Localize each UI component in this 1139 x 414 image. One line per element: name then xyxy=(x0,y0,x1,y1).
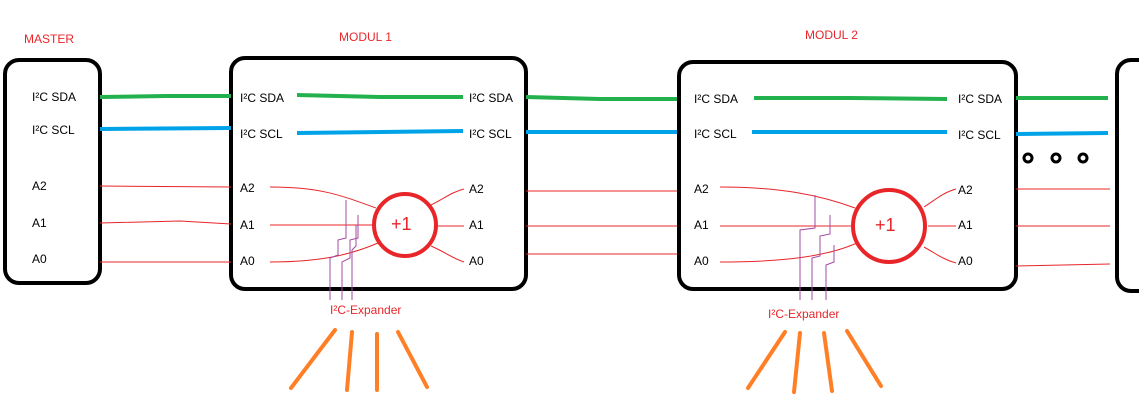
m2-a0-out xyxy=(923,246,957,264)
master-pin-a1: A1 xyxy=(32,216,47,230)
module-1-box xyxy=(229,56,528,291)
m2-out-pin-a0: A0 xyxy=(958,254,973,268)
module-2-title: MODUL 2 xyxy=(805,28,858,42)
m2-a2-in xyxy=(719,186,856,209)
m2-a0-in xyxy=(719,242,858,263)
sda-bus xyxy=(99,93,1108,101)
next-module-box-partial xyxy=(1115,58,1139,293)
m1-a0-in xyxy=(269,242,379,263)
m2-in-pin-a2: A2 xyxy=(694,182,709,196)
sda-wire-master-m1 xyxy=(99,94,231,99)
m1-out-pin-sda: I²C SDA xyxy=(469,91,514,105)
master-box xyxy=(3,58,102,285)
m2-in-pin-scl: I²C SCL xyxy=(694,127,737,141)
module-1-increment-label: +1 xyxy=(391,214,412,234)
address-lines xyxy=(99,185,1111,267)
m1-in-pin-sda: I²C SDA xyxy=(240,91,285,105)
scl-bus xyxy=(99,126,1109,136)
m1-out-pin-scl: I²C SCL xyxy=(469,127,512,141)
module-2-expander-outputs xyxy=(746,329,883,394)
module-1-expander-outputs xyxy=(289,328,429,392)
module-2-expander-label: I²C-Expander xyxy=(768,307,840,321)
sda-wire-m1-m2 xyxy=(525,95,677,101)
addr-a2-master-m1 xyxy=(99,185,232,188)
module-1-expander-wires xyxy=(329,200,359,300)
addr-a0-m2-next xyxy=(1015,263,1111,267)
m2-out-pin-a2: A2 xyxy=(958,183,973,197)
module-2-expander-wires xyxy=(799,195,835,300)
sda-wire-m2-internal xyxy=(754,96,948,101)
m1-out-pin-a2: A2 xyxy=(469,182,484,196)
master-pin-a0: A0 xyxy=(32,252,47,266)
m2-in-pin-sda: I²C SDA xyxy=(694,92,739,106)
continuation-dots xyxy=(1022,152,1089,164)
module-2-increment-label: +1 xyxy=(875,215,896,235)
scl-wire-m2-next xyxy=(1015,131,1109,136)
scl-wire-m1-internal xyxy=(296,129,464,135)
m1-a2-in xyxy=(269,186,377,209)
m1-out-pin-a0: A0 xyxy=(469,254,484,268)
m1-in-pin-a0: A0 xyxy=(240,254,255,268)
module-1-increment-circle xyxy=(372,192,438,258)
m2-out-pin-scl: I²C SCL xyxy=(958,128,1001,142)
module-1-expander-label: I²C-Expander xyxy=(330,303,402,317)
sda-wire-m1-internal xyxy=(296,93,463,99)
master-pin-sda: I²C SDA xyxy=(32,90,77,104)
m1-in-pin-a1: A1 xyxy=(240,218,255,232)
m2-out-pin-a1: A1 xyxy=(958,218,973,232)
module-1-title: MODUL 1 xyxy=(339,30,392,44)
m1-in-pin-scl: I²C SCL xyxy=(240,127,283,141)
m1-in-pin-a2: A2 xyxy=(240,181,255,195)
scl-wire-master-m1 xyxy=(99,126,232,131)
m2-in-pin-a0: A0 xyxy=(694,254,709,268)
master-title: MASTER xyxy=(24,32,75,46)
m2-out-pin-sda: I²C SDA xyxy=(958,92,1003,106)
module-2-increment-circle xyxy=(851,188,927,264)
m2-in-pin-a1: A1 xyxy=(694,218,709,232)
master-pin-scl: I²C SCL xyxy=(32,123,75,137)
master-pin-a2: A2 xyxy=(32,179,47,193)
module-2-box xyxy=(677,60,1018,291)
m1-a2-out xyxy=(430,188,465,206)
addr-a1-master-m1 xyxy=(99,220,232,225)
m2-a2-out xyxy=(923,188,957,208)
m1-out-pin-a1: A1 xyxy=(469,218,484,232)
m1-a0-out xyxy=(430,245,465,263)
